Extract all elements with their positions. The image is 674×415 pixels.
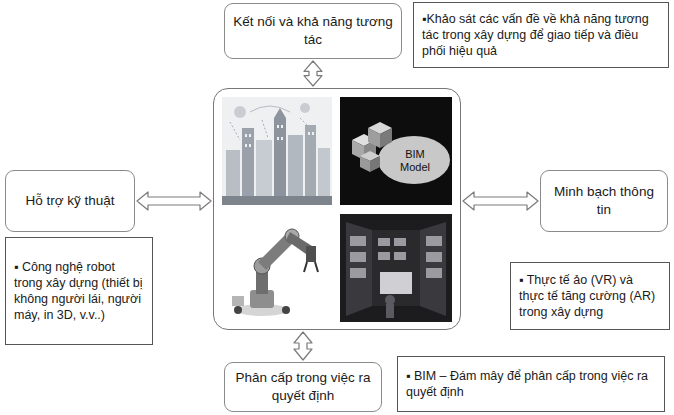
note-text: ▪ Công nghệ robot trong xây dựng (thiết …: [14, 259, 144, 324]
note-box: ▪ BIM – Đám mây để phân cấp trong việc r…: [397, 356, 665, 412]
topic-box: Hỗ trợ kỹ thuật: [5, 170, 135, 232]
double-block-arrow: [463, 192, 538, 210]
double-block-arrow: [294, 332, 312, 360]
note-text: ▪ BIM – Đám mây để phân cấp trong việc r…: [406, 368, 656, 401]
note-box: ▪ Thực tế ảo (VR) và thực tế tăng cường …: [510, 262, 670, 330]
topic-box: Phân cấp trong việc ra quyết định: [224, 362, 382, 412]
note-text: ▪ Thực tế ảo (VR) và thực tế tăng cường …: [519, 272, 661, 321]
double-block-arrow: [304, 61, 322, 86]
central-panel: BIM Model: [213, 88, 461, 330]
topic-box: Minh bạch thông tin: [540, 170, 668, 232]
note-text: ▪Khảo sát các vấn đề về khả năng tương t…: [422, 11, 660, 60]
virtual-reality-picture: [340, 214, 452, 322]
topic-label: Phân cấp trong việc ra quyết định: [233, 369, 373, 404]
smart-city-picture: [222, 97, 332, 205]
note-box: ▪ Công nghệ robot trong xây dựng (thiết …: [5, 237, 153, 345]
topic-label: Kết nối và khả năng tương tác: [233, 13, 393, 48]
topic-box: Kết nối và khả năng tương tác: [224, 3, 402, 59]
double-block-arrow: [137, 192, 211, 210]
image-label: BIM Model: [393, 148, 437, 173]
bim-model-picture: [340, 97, 452, 205]
robot-arm-picture: [222, 214, 332, 322]
note-box: ▪Khảo sát các vấn đề về khả năng tương t…: [413, 2, 669, 68]
topic-label: Hỗ trợ kỹ thuật: [25, 192, 114, 210]
topic-label: Minh bạch thông tin: [549, 183, 659, 218]
